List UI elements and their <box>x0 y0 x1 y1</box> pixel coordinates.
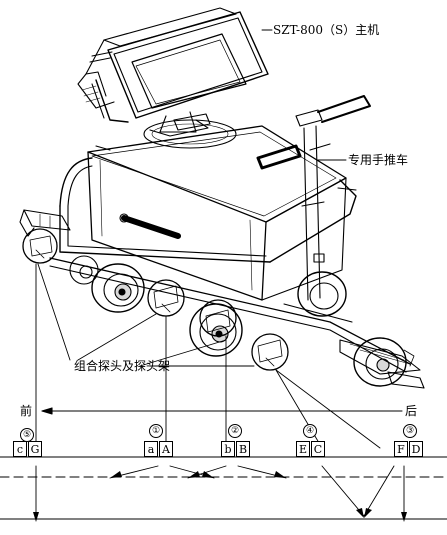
arrowheads <box>33 471 407 522</box>
cart-handle <box>256 95 371 301</box>
wheels <box>69 255 407 387</box>
probe-markers <box>22 228 415 371</box>
probe-box: D <box>409 441 423 457</box>
direction-arrow <box>41 407 403 415</box>
group-number: ③ <box>403 424 417 438</box>
group-number: ⑤ <box>20 428 34 442</box>
probe-box: c <box>13 441 27 457</box>
probe-box: A <box>159 441 173 457</box>
back-label: 后 <box>405 404 418 418</box>
probe-box: F <box>394 441 408 457</box>
group-number: ① <box>149 424 163 438</box>
host-label: SZT-800（S）主机 <box>273 23 380 37</box>
probe-box: b <box>221 441 235 457</box>
host-unit <box>77 7 269 149</box>
probe-box: G <box>28 441 42 457</box>
group-number: ② <box>228 424 242 438</box>
beam-paths <box>35 465 405 521</box>
leader-lines <box>35 29 381 449</box>
cart-label: 专用手推车 <box>348 153 409 167</box>
probe-box: C <box>311 441 325 457</box>
probe-box: B <box>236 441 250 457</box>
rail-lines <box>0 456 447 520</box>
probe-box: E <box>296 441 310 457</box>
probe-box: a <box>144 441 158 457</box>
probes-label: 组合探头及探头架 <box>74 359 171 373</box>
cart-body <box>59 125 357 301</box>
group-number: ④ <box>303 424 317 438</box>
front-label: 前 <box>20 404 33 418</box>
